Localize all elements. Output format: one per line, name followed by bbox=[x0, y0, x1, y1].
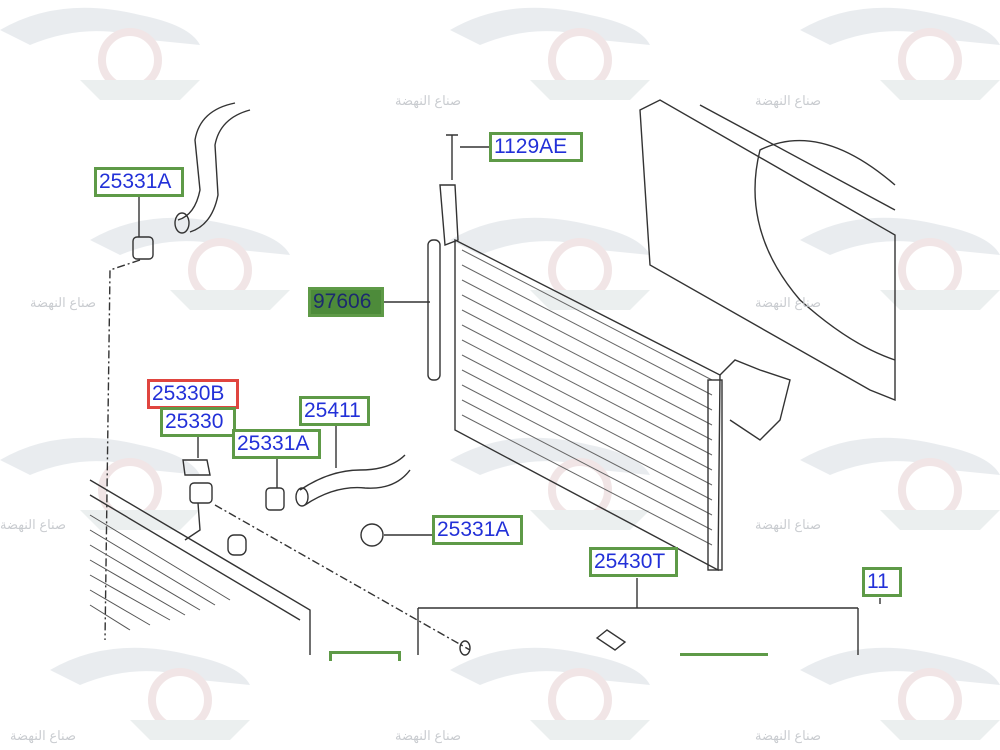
part-callout-25330[interactable]: 25330 bbox=[160, 407, 236, 437]
watermark-text: صناع النهضة bbox=[755, 728, 822, 743]
watermark-text: صناع النهضة bbox=[395, 728, 462, 743]
part-callout-25331a-right[interactable]: 25331A bbox=[432, 515, 523, 545]
part-callout-25330b[interactable]: 25330B bbox=[147, 379, 239, 409]
watermark-text: صناع النهضة bbox=[755, 517, 822, 532]
watermark-text: صناع النهضة bbox=[10, 728, 77, 743]
part-callout-25331a-top[interactable]: 25331A bbox=[94, 167, 184, 197]
part-callout-partial-bottom-left[interactable] bbox=[329, 651, 401, 661]
part-callout-25411[interactable]: 25411 bbox=[299, 396, 370, 426]
part-callout-25331a-mid[interactable]: 25331A bbox=[232, 429, 321, 459]
watermark-logos bbox=[0, 8, 1000, 740]
part-callout-97606[interactable]: 97606 bbox=[308, 287, 384, 317]
watermark-text: صناع النهضة bbox=[395, 93, 462, 108]
part-callout-25430t[interactable]: 25430T bbox=[589, 547, 678, 577]
part-callout-partial-bottom-right[interactable] bbox=[680, 653, 768, 659]
line-art bbox=[89, 99, 896, 656]
watermark-text: صناع النهضة bbox=[755, 295, 822, 310]
watermark-text: صناع النهضة bbox=[0, 517, 67, 532]
watermark-text: صناع النهضة bbox=[755, 93, 822, 108]
part-callout-11-partial[interactable]: 11 bbox=[862, 567, 902, 597]
part-callout-1129ae[interactable]: 1129AE bbox=[489, 132, 583, 162]
watermark-text: صناع النهضة bbox=[30, 295, 97, 310]
